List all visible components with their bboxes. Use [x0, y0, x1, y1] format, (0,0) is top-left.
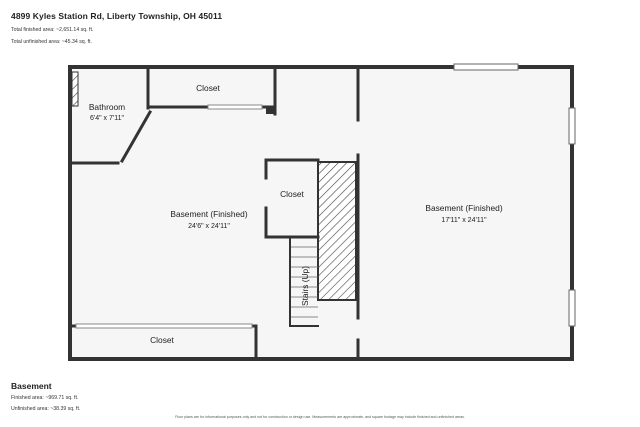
room-label-closet-bottom: Closet	[150, 335, 174, 345]
room-dims-bathroom: 6'4" x 7'11"	[90, 115, 124, 122]
bathroom-fixture	[71, 71, 79, 107]
room-label-basement-left: Basement (Finished)	[170, 209, 247, 219]
room-label-stairs: Stairs (Up)	[300, 266, 310, 306]
total-unfinished-area: Total unfinished area: ~45.34 sq. ft.	[11, 39, 92, 45]
sliding-door-top-closet	[207, 104, 263, 110]
room-dims-basement-right: 17'11" x 24'11"	[441, 217, 487, 224]
total-finished-area: Total finished area: ~2,651.14 sq. ft.	[11, 27, 94, 33]
room-label-closet-mid: Closet	[280, 189, 304, 199]
room-label-bathroom: Bathroom	[89, 102, 125, 112]
floor-title: Basement	[11, 381, 52, 391]
disclaimer: Floor plans are for informational purpos…	[175, 415, 465, 419]
bathroom-wall	[119, 109, 153, 164]
room-label-closet-top: Closet	[196, 83, 220, 93]
window-right-lower	[568, 289, 576, 327]
exterior-wall	[68, 65, 574, 361]
closet-post	[266, 108, 275, 114]
floor-finished-area: Finished area: ~969.71 sq. ft.	[11, 395, 79, 401]
window-top	[453, 63, 519, 71]
hatched-void	[317, 161, 357, 301]
stair-treads	[291, 246, 318, 318]
room-label-basement-right: Basement (Finished)	[425, 203, 502, 213]
room-dims-basement-left: 24'6" x 24'11"	[188, 223, 230, 230]
property-address: 4899 Kyles Station Rd, Liberty Township,…	[11, 11, 223, 21]
window-right-upper	[568, 107, 576, 145]
sliding-door-bottom-closet	[75, 323, 253, 329]
floor-unfinished-area: Unfinished area: ~38.39 sq. ft.	[11, 406, 81, 412]
